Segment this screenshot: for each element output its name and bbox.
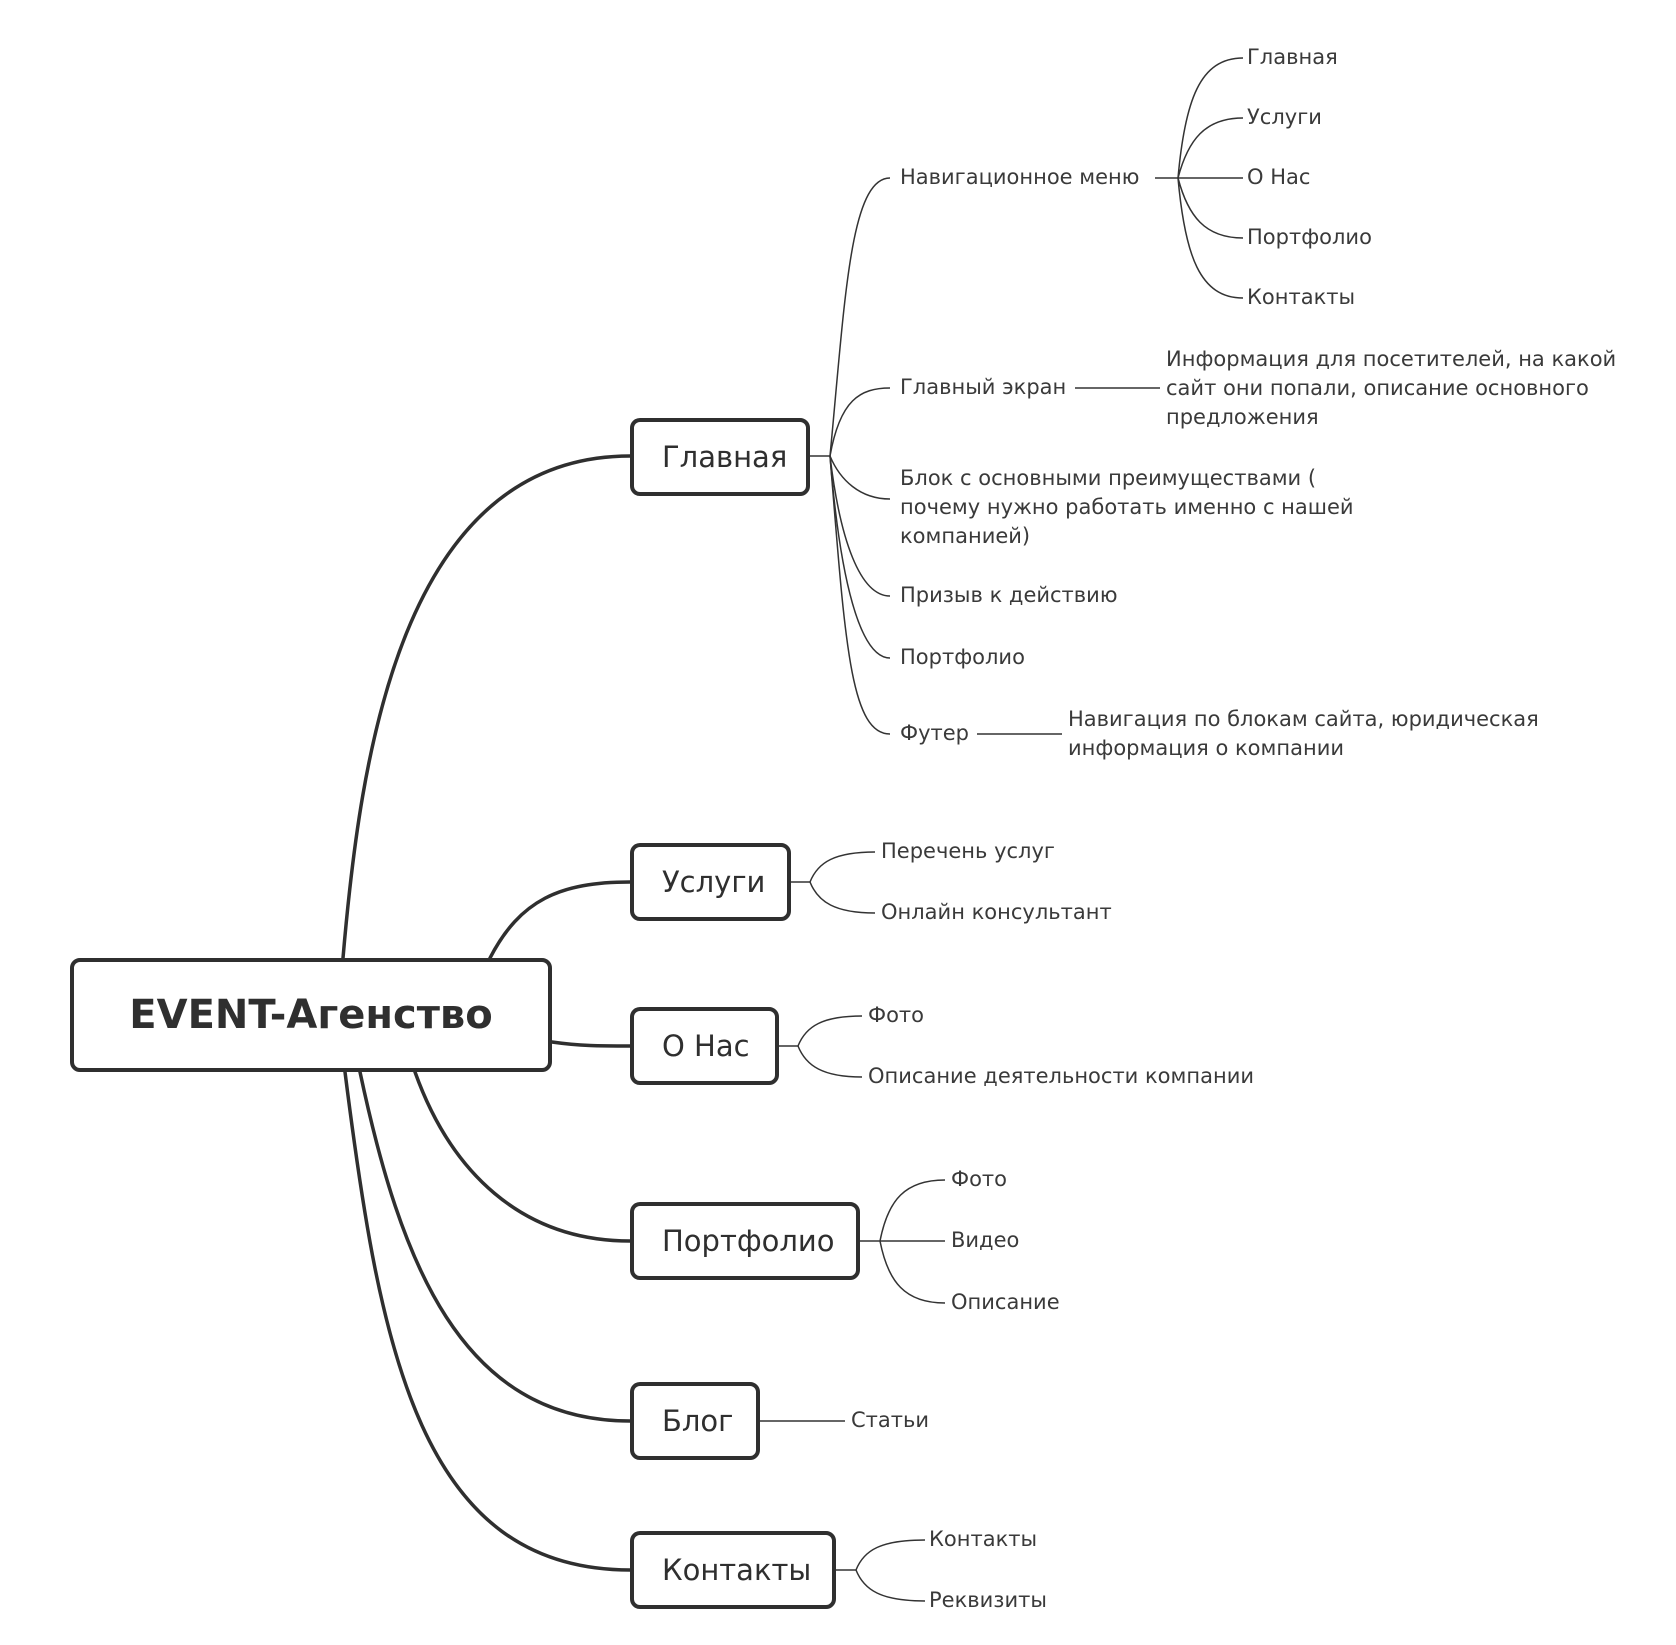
- link-nav-2: [1177, 117, 1244, 179]
- link-root-contacts: [343, 1070, 632, 1572]
- link-contacts-1: [836, 1539, 926, 1571]
- nav-item-home[interactable]: Главная: [1247, 45, 1338, 69]
- root-node[interactable]: EVENT-Агенство: [70, 958, 552, 1072]
- nav-item-portfolio[interactable]: Портфолио: [1247, 225, 1372, 249]
- branch-blog[interactable]: Блог: [630, 1382, 760, 1460]
- benefits-line-3: компанией): [900, 524, 1031, 548]
- link-nav-5: [1177, 177, 1244, 299]
- link-root-blog: [358, 1070, 632, 1423]
- link-home-cta: [829, 455, 891, 597]
- contacts-item-requisites[interactable]: Реквизиты: [929, 1588, 1047, 1612]
- nav-item-about[interactable]: О Нас: [1247, 165, 1311, 189]
- portfolio-item-description[interactable]: Описание: [951, 1290, 1060, 1314]
- link-root-home: [341, 454, 632, 960]
- branch-about[interactable]: О Нас: [630, 1007, 779, 1085]
- topic-benefits[interactable]: Блок с основными преимуществами ( почему…: [900, 464, 1354, 551]
- footer-note[interactable]: Навигация по блокам сайта, юридическая и…: [1068, 705, 1539, 763]
- link-home-benefits: [829, 455, 891, 500]
- branch-contacts[interactable]: Контакты: [630, 1531, 836, 1609]
- topic-nav-menu[interactable]: Навигационное меню: [900, 165, 1140, 189]
- services-item-consultant[interactable]: Онлайн консультант: [881, 900, 1112, 924]
- hero-note[interactable]: Информация для посетителей, на какой сай…: [1166, 345, 1616, 432]
- benefits-line-1: Блок с основными преимуществами (: [900, 466, 1317, 490]
- link-contacts-2: [855, 1569, 926, 1602]
- topic-cta[interactable]: Призыв к действию: [900, 583, 1118, 607]
- hero-note-line-3: предложения: [1166, 405, 1319, 429]
- topic-hero[interactable]: Главный экран: [900, 375, 1067, 399]
- link-root-portfolio: [413, 1070, 632, 1243]
- link-about-1: [779, 1015, 863, 1047]
- footer-note-line-1: Навигация по блокам сайта, юридическая: [1068, 707, 1539, 731]
- about-item-description[interactable]: Описание деятельности компании: [868, 1064, 1254, 1088]
- hero-note-line-1: Информация для посетителей, на какой: [1166, 347, 1617, 371]
- about-item-photo[interactable]: Фото: [868, 1003, 925, 1027]
- main-branch-connectors: [341, 454, 632, 1572]
- hero-note-line-2: сайт они попали, описание основного: [1166, 376, 1589, 400]
- link-root-about: [550, 1040, 632, 1048]
- branch-portfolio[interactable]: Портфолио: [630, 1202, 860, 1280]
- benefits-line-2: почему нужно работать именно с нашей: [900, 495, 1354, 519]
- footer-note-line-2: информация о компании: [1068, 736, 1344, 760]
- link-root-services: [488, 880, 632, 960]
- branch-home[interactable]: Главная: [630, 418, 810, 496]
- link-home-nav: [810, 177, 891, 457]
- link-about-2: [797, 1045, 863, 1078]
- sub-branch-connectors: [760, 57, 1244, 1602]
- topic-home-portfolio[interactable]: Портфолио: [900, 645, 1025, 669]
- portfolio-item-video[interactable]: Видео: [951, 1228, 1020, 1252]
- link-portfolio-1: [860, 1179, 946, 1242]
- services-item-list[interactable]: Перечень услуг: [881, 839, 1055, 863]
- topic-footer[interactable]: Футер: [900, 721, 969, 745]
- contacts-item-contacts[interactable]: Контакты: [929, 1527, 1038, 1551]
- link-services-1: [791, 851, 876, 883]
- link-nav-4: [1177, 177, 1244, 239]
- link-portfolio-3: [879, 1240, 946, 1304]
- portfolio-item-photo[interactable]: Фото: [951, 1167, 1008, 1191]
- link-services-2: [809, 881, 876, 914]
- nav-item-services[interactable]: Услуги: [1247, 105, 1322, 129]
- branch-services[interactable]: Услуги: [630, 843, 791, 921]
- link-nav-1: [1177, 57, 1244, 179]
- link-home-footer: [829, 455, 891, 735]
- blog-item-articles[interactable]: Статьи: [851, 1408, 930, 1432]
- nav-item-contacts[interactable]: Контакты: [1247, 285, 1356, 309]
- link-home-hero: [829, 387, 891, 457]
